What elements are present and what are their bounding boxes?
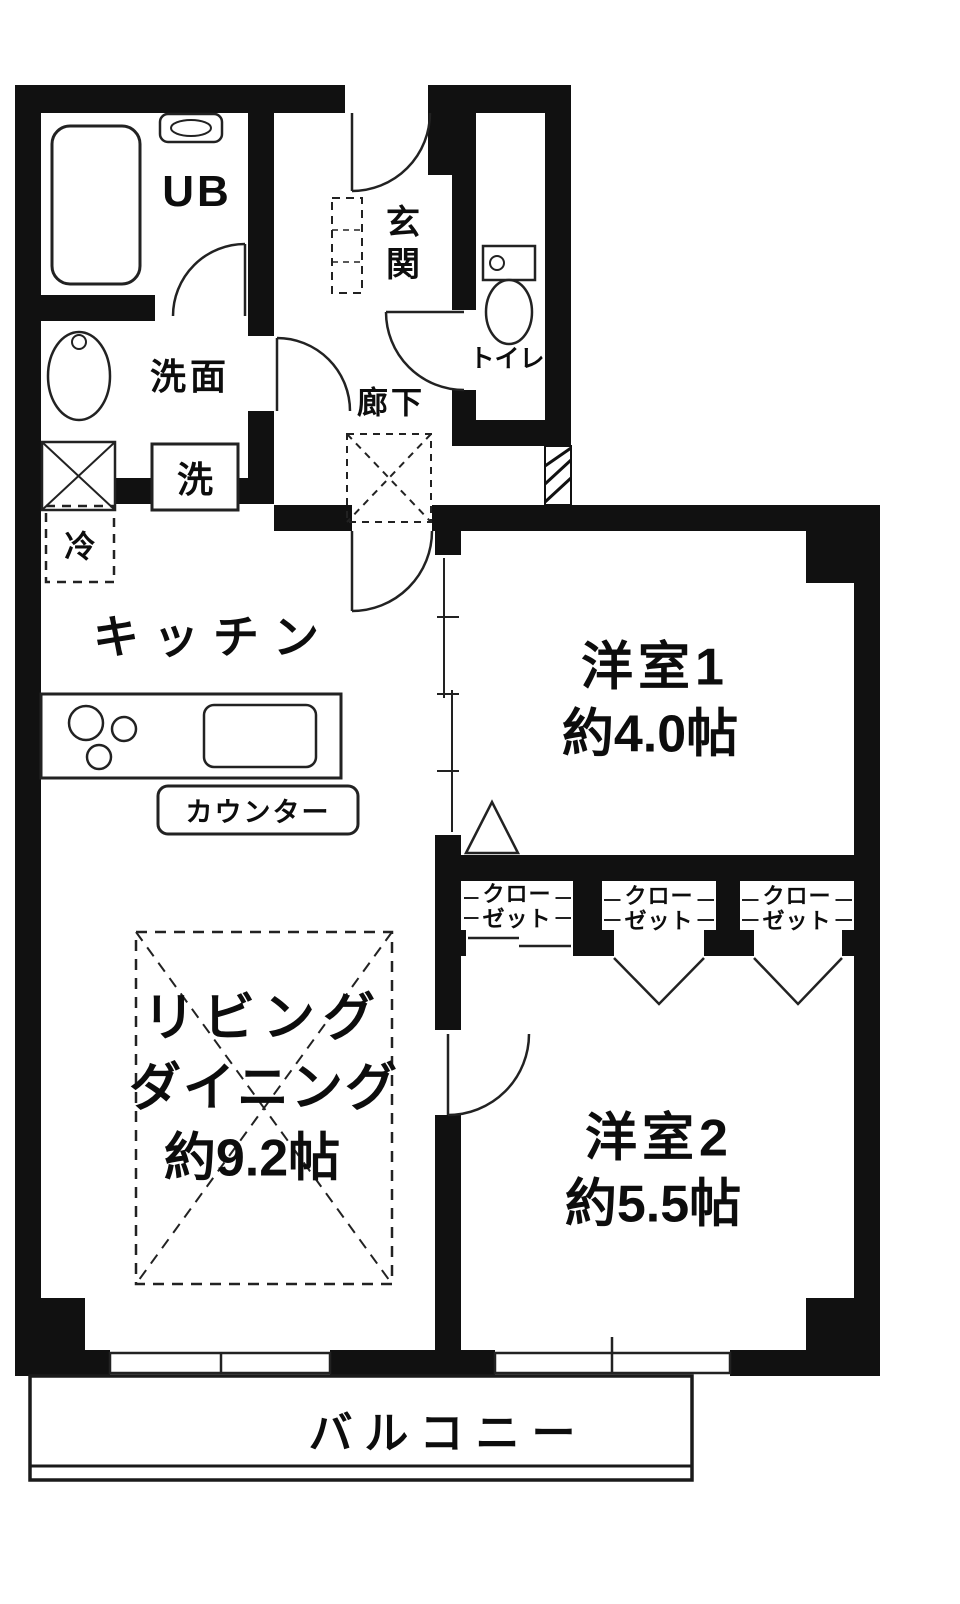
label-closet-1: クロー ゼット xyxy=(478,881,556,933)
closet-3-line1: クロー xyxy=(762,883,832,909)
label-kitchen: キッチン xyxy=(93,611,333,663)
pipe-space-hatch xyxy=(543,445,573,506)
bathtub xyxy=(50,124,142,286)
kitchen-door xyxy=(350,530,434,613)
toilet-button xyxy=(489,255,505,271)
label-refrigerator: 冷 xyxy=(64,529,96,565)
wall-left xyxy=(15,85,41,1376)
balcony-rail xyxy=(28,1374,694,1482)
entrance-door xyxy=(350,112,432,193)
label-living-line2: ダイニング xyxy=(128,1059,400,1118)
washer-box xyxy=(150,442,240,512)
label-unit-bath: UB xyxy=(162,167,232,216)
closet-2-line1: クロー xyxy=(624,883,694,909)
wall-toilet-right xyxy=(545,85,571,446)
bath-door xyxy=(171,242,247,317)
corridor-storage xyxy=(346,433,432,523)
pillar-top-right xyxy=(806,505,880,583)
label-corridor: 廊下 xyxy=(357,385,425,421)
label-toilet: トイレ xyxy=(469,345,545,373)
burner-3 xyxy=(85,743,113,771)
label-living-size: 約9.2帖 xyxy=(163,1129,341,1188)
closet2-fold xyxy=(613,957,705,1006)
label-closet-2: クロー ゼット xyxy=(620,883,698,935)
wall-closet-bottom-3a xyxy=(740,930,754,956)
label-room1-name: 洋室1 xyxy=(581,638,729,697)
closet1-slide xyxy=(468,936,571,948)
washbasin xyxy=(46,330,112,422)
pillar-bottom-right xyxy=(806,1298,880,1376)
room1-door-triangle xyxy=(463,799,521,855)
wall-corridor-bottom-left xyxy=(274,505,352,531)
closet-1-line1: クロー xyxy=(482,881,552,907)
wall-closet-divider-1 xyxy=(573,855,602,956)
walls xyxy=(15,85,880,1376)
refrigerator-space xyxy=(44,504,116,584)
label-room1-size: 約4.0帖 xyxy=(561,705,739,764)
sliding-partition xyxy=(437,558,459,832)
label-washroom: 洗面 xyxy=(149,356,231,397)
wall-closet-bottom-2a xyxy=(602,930,614,956)
windows xyxy=(108,1337,732,1375)
wall-washroom-right-a xyxy=(248,298,274,336)
wall-bath-bottom xyxy=(15,295,155,321)
label-balcony: バルコニー xyxy=(308,1409,588,1458)
label-room2-size: 約5.5帖 xyxy=(564,1175,742,1234)
wall-right xyxy=(854,505,880,1376)
counter-label-box xyxy=(156,784,360,836)
shoe-cabinet xyxy=(331,197,363,294)
closet-1-line2: ゼット xyxy=(482,906,552,931)
wall-toilet-bottom xyxy=(452,420,571,446)
wall-room1-bottom xyxy=(461,855,880,881)
room2-door xyxy=(446,1033,531,1117)
wall-center-divider-a xyxy=(435,531,461,555)
pillar-bottom-left xyxy=(15,1298,85,1376)
wall-center-divider-c xyxy=(435,1115,461,1350)
wall-closet-bottom-3b xyxy=(842,930,854,956)
closet-3-line2: ゼット xyxy=(762,908,832,933)
bath-sink xyxy=(170,119,212,137)
wall-closet-divider-2 xyxy=(716,855,740,956)
wall-top-left xyxy=(15,85,345,113)
living-dashed-cross xyxy=(135,931,393,1285)
wall-bath-right xyxy=(248,85,274,298)
wall-closet-bottom-1a xyxy=(461,930,466,956)
closet3-fold xyxy=(753,957,843,1006)
toilet-door xyxy=(384,310,465,392)
label-room2-name: 洋室2 xyxy=(585,1109,733,1168)
dashed-elements xyxy=(44,197,432,1286)
washroom-door xyxy=(275,336,352,412)
fixtures xyxy=(39,112,537,855)
closet-2-line2: ゼット xyxy=(624,908,694,933)
label-counter: カウンター xyxy=(185,797,331,828)
burner-2 xyxy=(110,715,138,743)
wall-toilet-left-a xyxy=(452,113,476,310)
wall-bottom-mid xyxy=(330,1350,495,1376)
corridor-storage-cross xyxy=(346,433,432,523)
wall-closet-bottom-2b xyxy=(704,930,716,956)
wall-corridor-bottom-right xyxy=(432,505,545,531)
label-entrance: 玄関 xyxy=(380,204,419,288)
label-laundry: 洗 xyxy=(176,459,214,500)
washbasin-faucet xyxy=(71,334,87,350)
kitchen-sink xyxy=(202,703,318,769)
doors xyxy=(171,112,531,1117)
laundry-pan-cross xyxy=(41,441,116,511)
burner-1 xyxy=(67,704,105,742)
label-closet-3: クロー ゼット xyxy=(758,883,836,935)
label-living-line1: リビング xyxy=(142,989,384,1048)
toilet-bowl xyxy=(484,278,534,346)
wall-center-divider-b xyxy=(435,835,461,1030)
